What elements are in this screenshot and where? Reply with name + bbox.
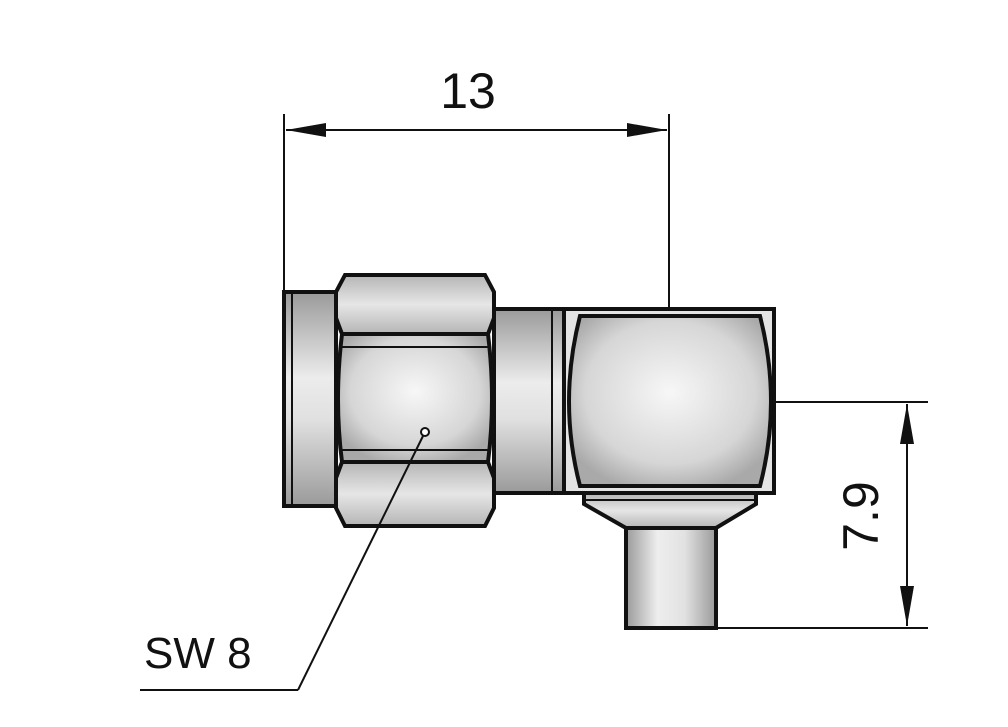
callout-leader bbox=[297, 435, 424, 691]
wrench-size-callout: SW 8 bbox=[140, 435, 424, 691]
callout-anchor-dot bbox=[420, 427, 430, 437]
width-dimension: 13 bbox=[283, 63, 670, 309]
cable-outlet bbox=[624, 526, 718, 630]
hex-nut-top-facet bbox=[334, 273, 496, 336]
cable-flange bbox=[582, 491, 758, 530]
hex-nut-main-facet bbox=[336, 332, 494, 464]
sleeve bbox=[492, 307, 566, 495]
housing-body bbox=[567, 314, 773, 488]
height-dimension-value: 7.9 bbox=[833, 481, 889, 551]
height-dimension: 7.9 bbox=[716, 401, 928, 629]
connector-body bbox=[282, 273, 776, 630]
width-dimension-value: 13 bbox=[440, 63, 496, 119]
wrench-size-label: SW 8 bbox=[144, 629, 252, 678]
hex-nut-bottom-facet bbox=[334, 460, 496, 528]
hex-nut bbox=[334, 273, 496, 528]
